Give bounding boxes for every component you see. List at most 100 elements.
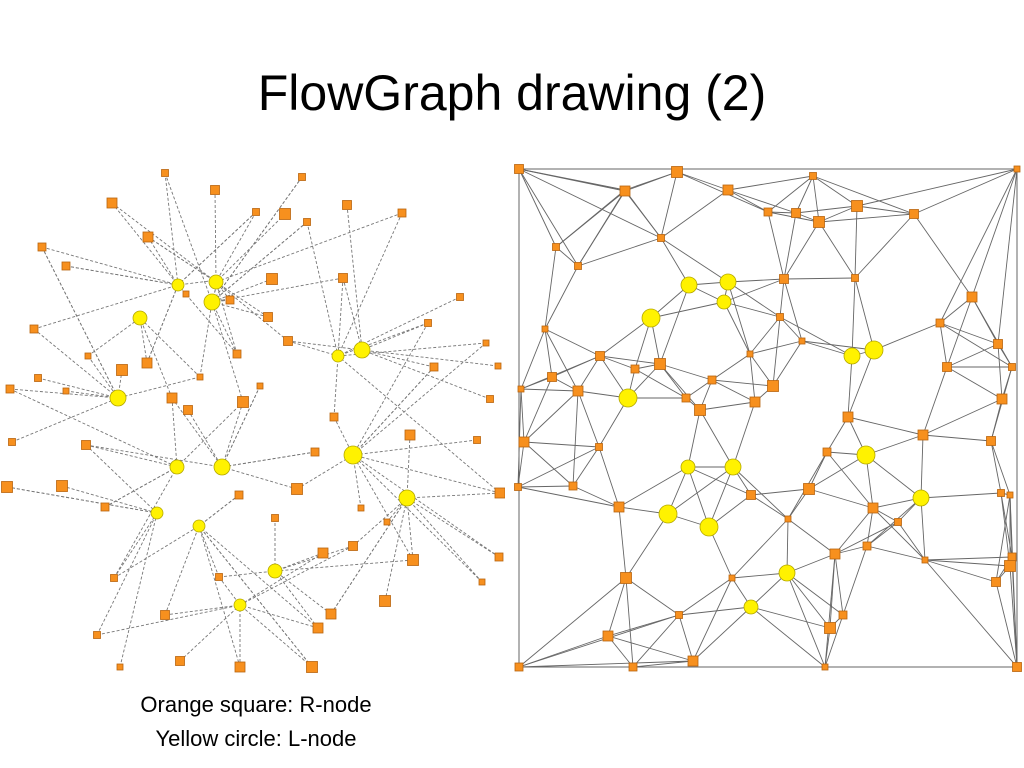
dashed-edge	[147, 236, 217, 283]
r-node	[279, 208, 291, 220]
r-node	[628, 662, 638, 672]
r-node	[62, 387, 70, 395]
mesh-edge	[624, 171, 678, 192]
mesh-edge	[824, 614, 844, 668]
dashed-edge	[211, 176, 303, 303]
dashed-edge	[239, 604, 313, 668]
dashed-edge	[215, 211, 257, 283]
dashed-edge	[361, 349, 499, 367]
mesh-edge	[517, 485, 574, 488]
mesh-edge	[692, 577, 733, 662]
mesh-edge	[572, 446, 600, 487]
l-node	[267, 563, 283, 579]
r-node	[671, 166, 683, 178]
l-node	[169, 459, 185, 475]
mesh-edge	[618, 466, 689, 508]
r-node	[234, 661, 246, 673]
mesh-edge	[808, 454, 867, 490]
dashed-edge	[274, 545, 354, 572]
dashed-edge	[215, 281, 231, 301]
r-node	[161, 169, 169, 177]
mesh-edge	[750, 488, 810, 496]
mesh-edge	[599, 355, 636, 370]
mesh-edge	[517, 486, 620, 508]
mesh-edge	[924, 559, 997, 583]
mesh-edge	[779, 316, 803, 342]
mesh-edge	[834, 507, 874, 555]
r-node	[1006, 491, 1014, 499]
mesh-edge	[732, 466, 789, 520]
dashed-edge	[113, 512, 158, 579]
mesh-edge	[854, 213, 915, 279]
legend-r-node: Orange square: R-node	[140, 692, 372, 717]
mesh-edge	[723, 301, 751, 355]
mesh-edge	[523, 441, 600, 448]
mesh-edge	[598, 446, 620, 508]
mesh-edge	[812, 175, 858, 207]
r-node	[547, 372, 557, 382]
r-node	[921, 556, 929, 564]
dashed-edge	[337, 322, 429, 357]
r-node	[256, 382, 264, 390]
r-node	[809, 172, 817, 180]
dashed-edge	[85, 444, 178, 468]
dashed-edge	[211, 301, 269, 318]
mesh-edge	[834, 553, 844, 616]
dashed-edge	[287, 340, 339, 357]
l-node	[743, 599, 759, 615]
mesh-edge	[783, 212, 797, 280]
r-node	[595, 443, 603, 451]
r-node	[37, 242, 47, 252]
r-node	[342, 200, 352, 210]
r-node	[681, 393, 691, 403]
r-node	[183, 405, 193, 415]
dashed-edge	[361, 349, 491, 400]
mesh-edge	[544, 328, 579, 392]
mesh-edge	[659, 363, 713, 381]
dashed-edge	[198, 525, 313, 668]
mesh-edge	[523, 390, 579, 443]
dashed-edge	[287, 340, 363, 351]
mesh-edge	[687, 466, 710, 528]
mesh-edge	[732, 401, 756, 468]
mesh-edge	[518, 168, 626, 192]
dashed-edge	[218, 576, 241, 606]
r-node	[100, 502, 110, 512]
r-node	[303, 218, 311, 226]
l-node	[331, 349, 345, 363]
r-node	[325, 608, 337, 620]
mesh-edge	[749, 340, 803, 355]
mesh-edge	[678, 606, 752, 616]
dashed-edge	[96, 512, 158, 636]
dashed-edge	[177, 211, 257, 286]
mesh-edge	[824, 553, 836, 668]
mesh-edge	[818, 205, 858, 223]
mesh-edge	[801, 340, 853, 357]
mesh-edge	[856, 205, 915, 215]
mesh-edge	[854, 277, 875, 351]
r-node	[116, 364, 128, 376]
r-node	[803, 483, 815, 495]
mesh-edge	[767, 211, 785, 280]
mesh-edge	[544, 265, 579, 330]
r-node	[993, 339, 1003, 349]
r-node	[61, 261, 71, 271]
mesh-edge	[946, 366, 1003, 400]
mesh-edge	[913, 168, 1018, 215]
dashed-edge	[111, 202, 217, 283]
dashed-edge	[198, 525, 241, 668]
mesh-edge	[779, 278, 785, 318]
mesh-edge	[727, 175, 814, 191]
r-node	[379, 595, 391, 607]
l-node	[680, 276, 698, 294]
mesh-edge	[783, 221, 820, 280]
mesh-edge	[772, 316, 781, 387]
mesh-edge	[687, 466, 752, 496]
r-node	[407, 554, 419, 566]
r-node	[283, 336, 293, 346]
r-node	[116, 663, 124, 671]
l-node	[203, 293, 221, 311]
dashed-edge	[215, 212, 403, 283]
r-node	[182, 290, 190, 298]
r-node	[813, 216, 825, 228]
